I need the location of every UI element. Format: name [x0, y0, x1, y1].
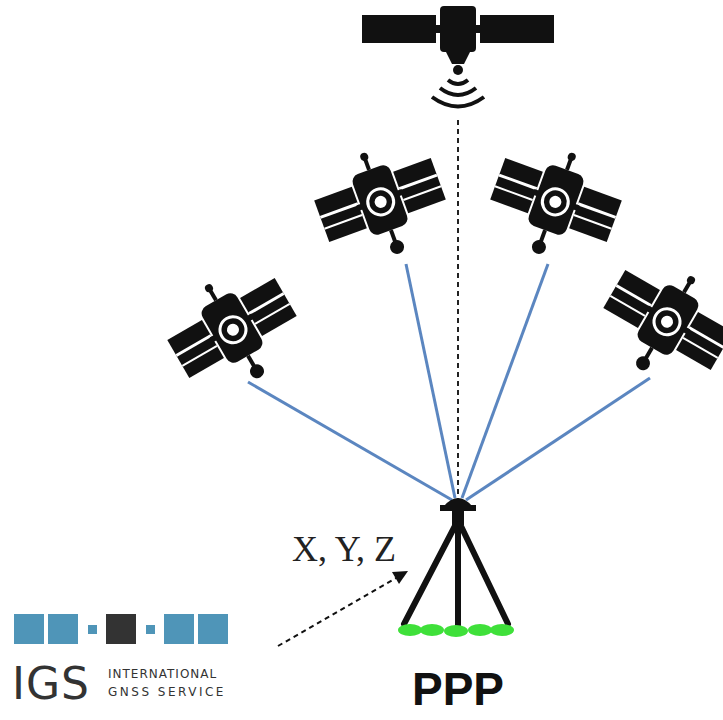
coordinate-label: X, Y, Z	[292, 528, 396, 570]
satellite	[478, 132, 631, 275]
igs-name-line: GNSS SERVICE	[108, 685, 226, 699]
igs-name-line: INTERNATIONAL	[108, 667, 217, 681]
correction-arrow	[278, 571, 408, 646]
satellite	[153, 254, 314, 409]
method-title: PPP	[412, 662, 504, 716]
satellite	[586, 246, 723, 401]
igs-logo	[14, 614, 228, 644]
vertical-signal	[457, 120, 459, 500]
signal-lines	[248, 264, 650, 500]
igs-acronym: IGS	[12, 658, 90, 709]
receiver-tripod	[398, 498, 514, 637]
satellite	[305, 132, 458, 275]
top-satellite	[362, 6, 554, 107]
